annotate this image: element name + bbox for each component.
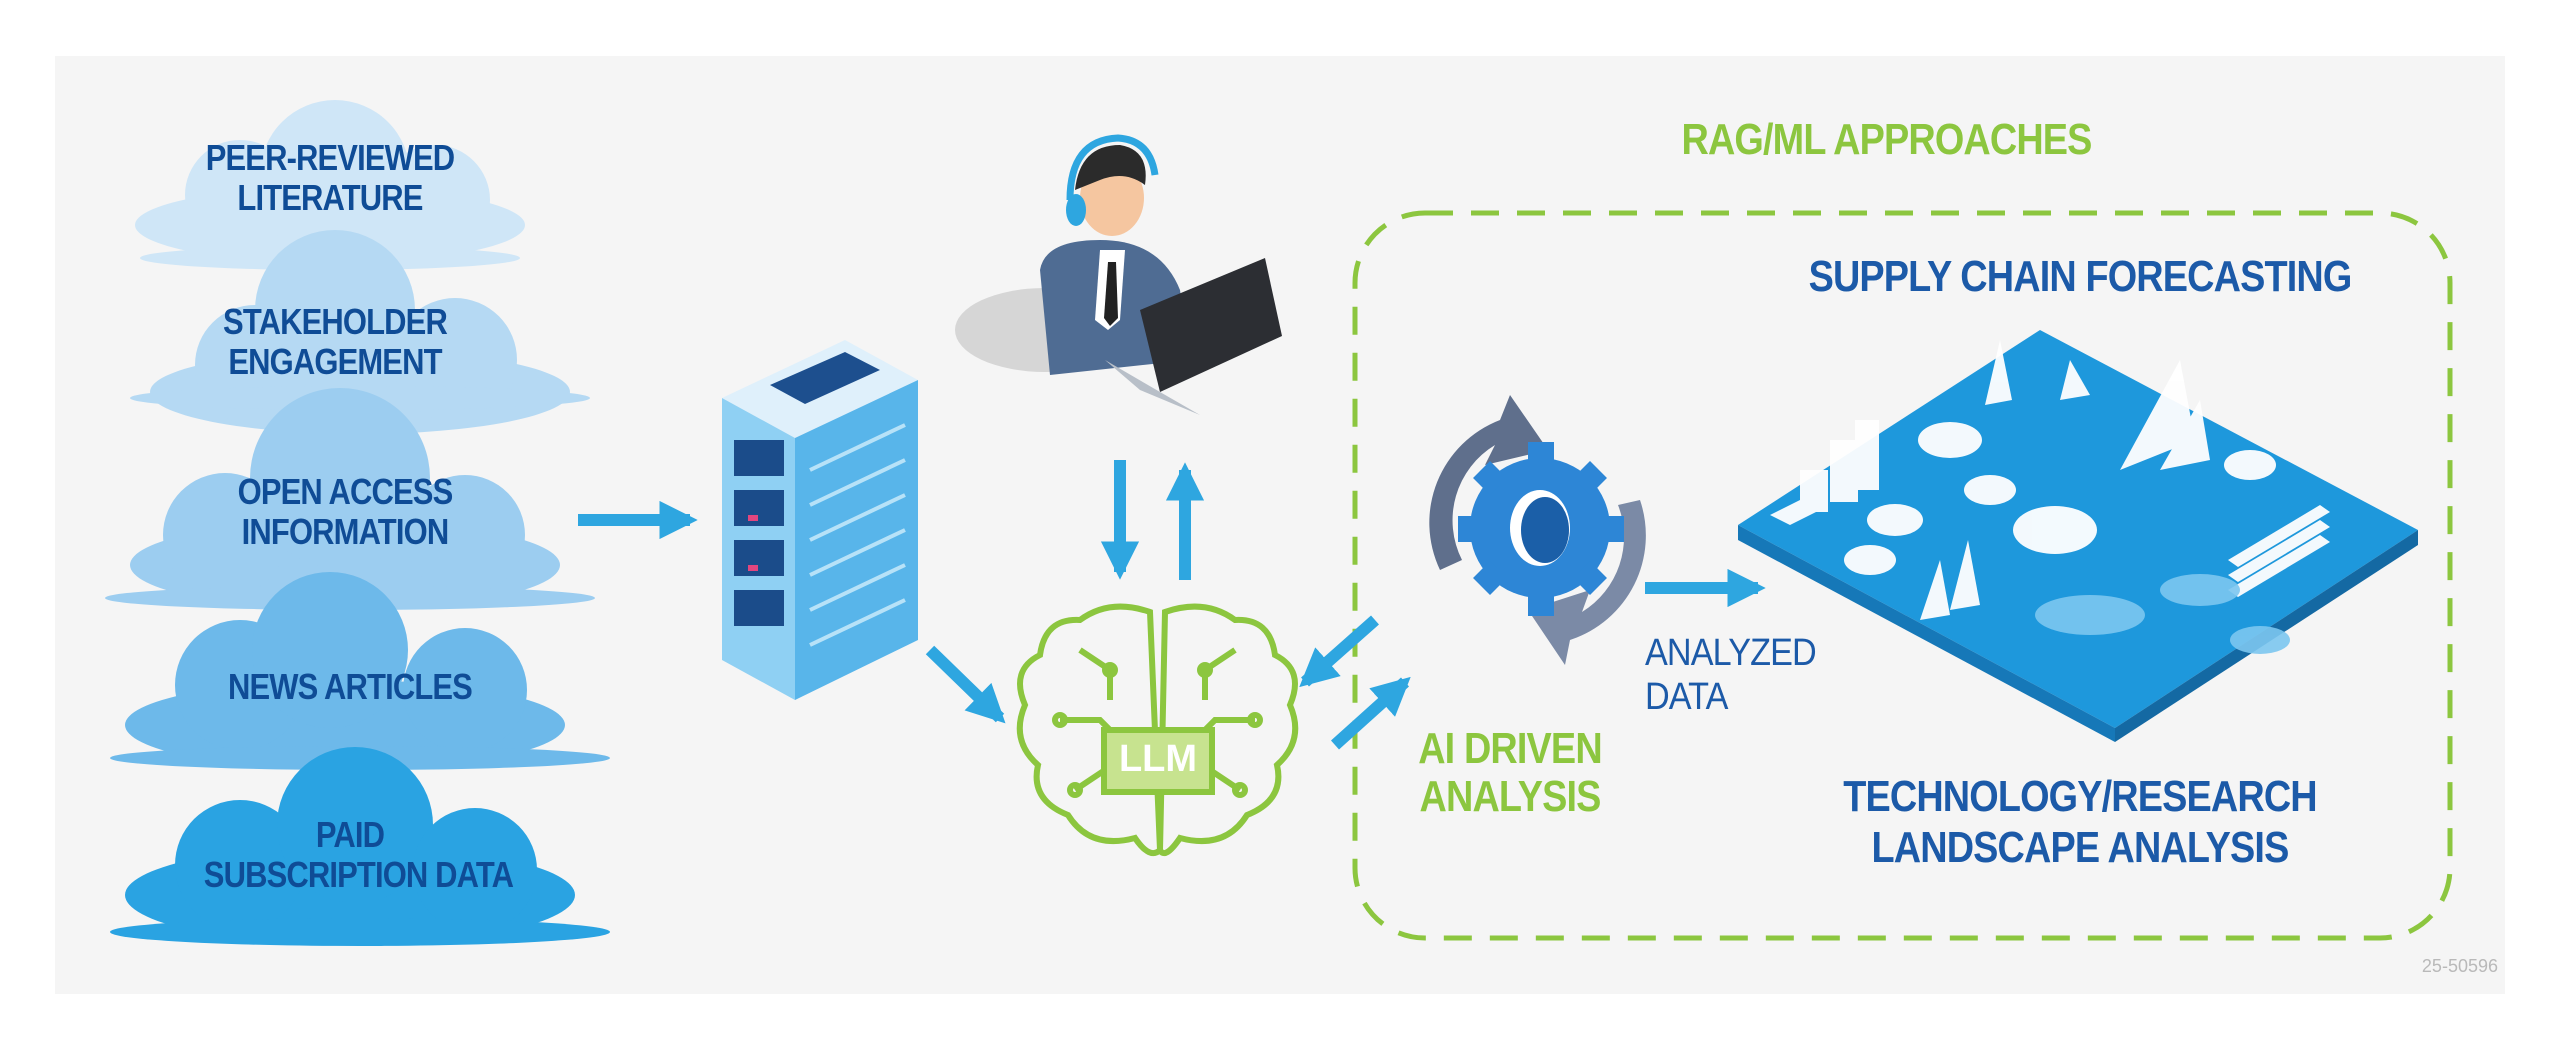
cloud-icon: [105, 388, 595, 610]
cloud-icon: [110, 572, 610, 770]
operator-with-laptop-icon: [955, 134, 1282, 415]
arrow-server-to-llm: [925, 645, 1006, 724]
source-label-news: NEWS ARTICLES: [228, 666, 473, 707]
arrow-llm-to-gear: [1330, 676, 1411, 750]
cloud-icon: [135, 100, 525, 270]
cloud-icon: [110, 747, 610, 946]
gear-cycle-icon: [1429, 395, 1646, 665]
arrow-gear-to-llm: [1299, 615, 1379, 688]
figure-id: 25-50596: [2421, 956, 2498, 976]
server-rack-icon: [722, 340, 918, 700]
circuit-brain-icon: [1016, 603, 1299, 856]
isometric-dashboard-icon: [1738, 330, 2418, 742]
rag-title: RAG/ML APPROACHES: [1681, 115, 2093, 164]
llm-label: LLM: [1118, 738, 1198, 780]
rag-ml-boundary: [1352, 210, 2453, 941]
supply-chain-forecasting-title: SUPPLY CHAIN FORECASTING: [1808, 252, 2353, 301]
